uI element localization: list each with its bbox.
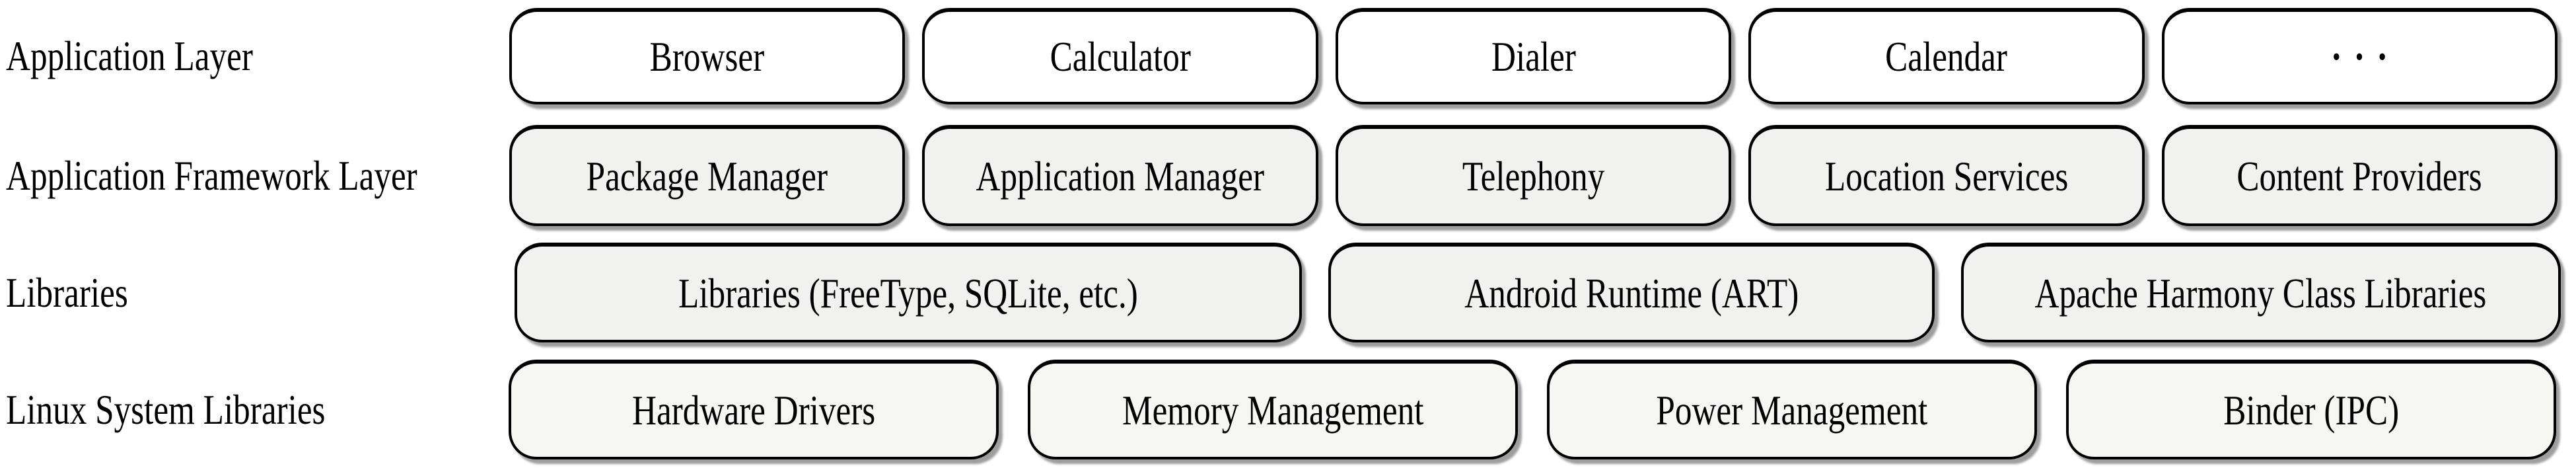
row-application-framework-layer: Package Manager Application Manager Tele…	[509, 125, 2558, 226]
row-libraries: Libraries (FreeType, SQLite, etc.) Andro…	[515, 243, 2561, 342]
row-label-text: Libraries	[6, 268, 128, 316]
box-label: Telephony	[1462, 152, 1605, 200]
box-libraries-freetype-sqlite: Libraries (FreeType, SQLite, etc.)	[515, 243, 1303, 342]
box-label: Package Manager	[587, 152, 828, 200]
box-label: Dialer	[1491, 33, 1576, 80]
box-power-management: Power Management	[1547, 360, 2037, 459]
box-hardware-drivers: Hardware Drivers	[509, 360, 999, 459]
box-application-manager: Application Manager	[922, 125, 1318, 226]
box-label: Android Runtime (ART)	[1464, 269, 1799, 317]
box-apache-harmony-class-libraries: Apache Harmony Class Libraries	[1960, 243, 2561, 342]
box-label: Application Manager	[976, 152, 1265, 200]
box-package-manager: Package Manager	[509, 125, 906, 226]
box-label: Browser	[649, 33, 765, 80]
row-label-libraries: Libraries	[6, 243, 159, 342]
box-label: Apache Harmony Class Libraries	[2034, 269, 2487, 317]
box-telephony: Telephony	[1335, 125, 1732, 226]
row-application-layer: Browser Calculator Dialer Calendar ···	[509, 8, 2558, 104]
box-ellipsis: ···	[2161, 8, 2558, 104]
row-label-text: Application Framework Layer	[6, 151, 417, 199]
box-binder-ipc: Binder (IPC)	[2066, 360, 2556, 459]
box-android-runtime-art: Android Runtime (ART)	[1328, 243, 1935, 342]
row-label-application-layer: Application Layer	[6, 8, 314, 104]
box-memory-management: Memory Management	[1028, 360, 1518, 459]
ellipsis-dots: ···	[2331, 33, 2400, 80]
box-browser: Browser	[509, 8, 906, 104]
row-label-text: Linux System Libraries	[6, 385, 326, 433]
box-label: Location Services	[1824, 152, 2069, 200]
row-linux-system-libraries: Hardware Drivers Memory Management Power…	[509, 360, 2556, 459]
row-label-text: Application Layer	[6, 32, 253, 79]
row-label-application-framework-layer: Application Framework Layer	[6, 125, 520, 226]
box-dialer: Dialer	[1335, 8, 1732, 104]
box-label: Calendar	[1885, 33, 2008, 80]
box-location-services: Location Services	[1748, 125, 2145, 226]
row-label-linux-system-libraries: Linux System Libraries	[6, 360, 405, 459]
box-label: Content Providers	[2236, 152, 2482, 200]
box-calendar: Calendar	[1748, 8, 2145, 104]
box-label: Binder (IPC)	[2223, 386, 2399, 434]
box-label: Libraries (FreeType, SQLite, etc.)	[678, 269, 1138, 317]
box-label: Calculator	[1050, 33, 1191, 80]
box-label: Hardware Drivers	[631, 386, 876, 434]
box-calculator: Calculator	[922, 8, 1318, 104]
box-content-providers: Content Providers	[2161, 125, 2558, 226]
box-label: Power Management	[1656, 386, 1928, 434]
box-label: Memory Management	[1122, 386, 1424, 434]
